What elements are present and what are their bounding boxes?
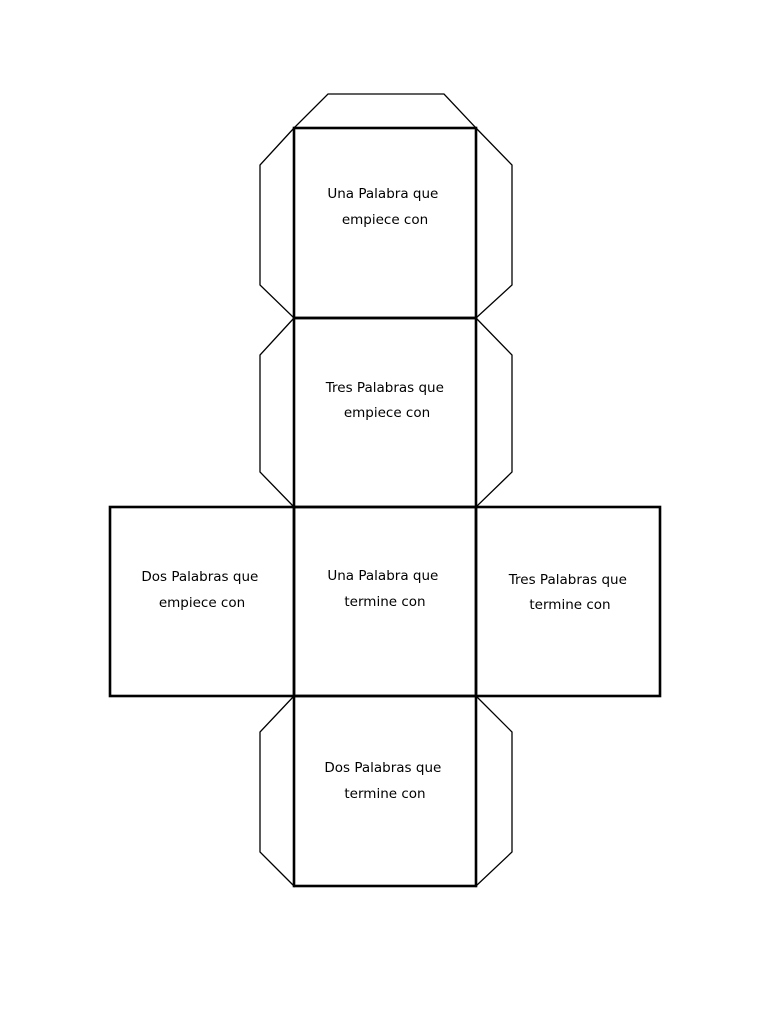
cube-faces — [108, 126, 662, 888]
tab-upper-right — [475, 316, 513, 509]
face-left-label: Dos Palabras que empiece con — [141, 569, 262, 611]
tab-upper-left — [259, 316, 295, 509]
face-top-label: Una Palabra que empiece con — [327, 186, 442, 228]
face-center-label: Una Palabra que termine con — [327, 568, 442, 610]
face-upper-line2: empiece con — [344, 405, 430, 421]
tab-top-left — [259, 126, 295, 320]
face-left-line1: Dos Palabras que — [141, 569, 258, 585]
face-bottom-label: Dos Palabras que termine con — [324, 760, 445, 802]
face-left-line2: empiece con — [159, 595, 245, 611]
face-upper-line1: Tres Palabras que — [325, 380, 444, 396]
face-top-line1: Una Palabra que — [327, 186, 438, 202]
tab-top-right — [475, 126, 513, 320]
face-center-line1: Una Palabra que — [327, 568, 438, 584]
face-top-line2: empiece con — [342, 212, 428, 228]
tab-bottom-left — [259, 694, 295, 888]
face-right-label: Tres Palabras que termine con — [508, 572, 631, 613]
face-right-line2: termine con — [529, 597, 610, 613]
face-right — [474, 505, 662, 698]
face-center-line2: termine con — [344, 594, 425, 610]
tab-top-top — [292, 93, 478, 129]
tab-bottom-right — [475, 694, 513, 888]
glue-tabs — [259, 93, 513, 888]
face-upper-label: Tres Palabras que empiece con — [325, 380, 448, 421]
face-right-line1: Tres Palabras que — [508, 572, 627, 588]
face-bottom — [292, 694, 478, 888]
face-bottom-line1: Dos Palabras que — [324, 760, 441, 776]
face-labels: Una Palabra que empiece con Tres Palabra… — [141, 186, 631, 802]
face-bottom-line2: termine con — [344, 786, 425, 802]
